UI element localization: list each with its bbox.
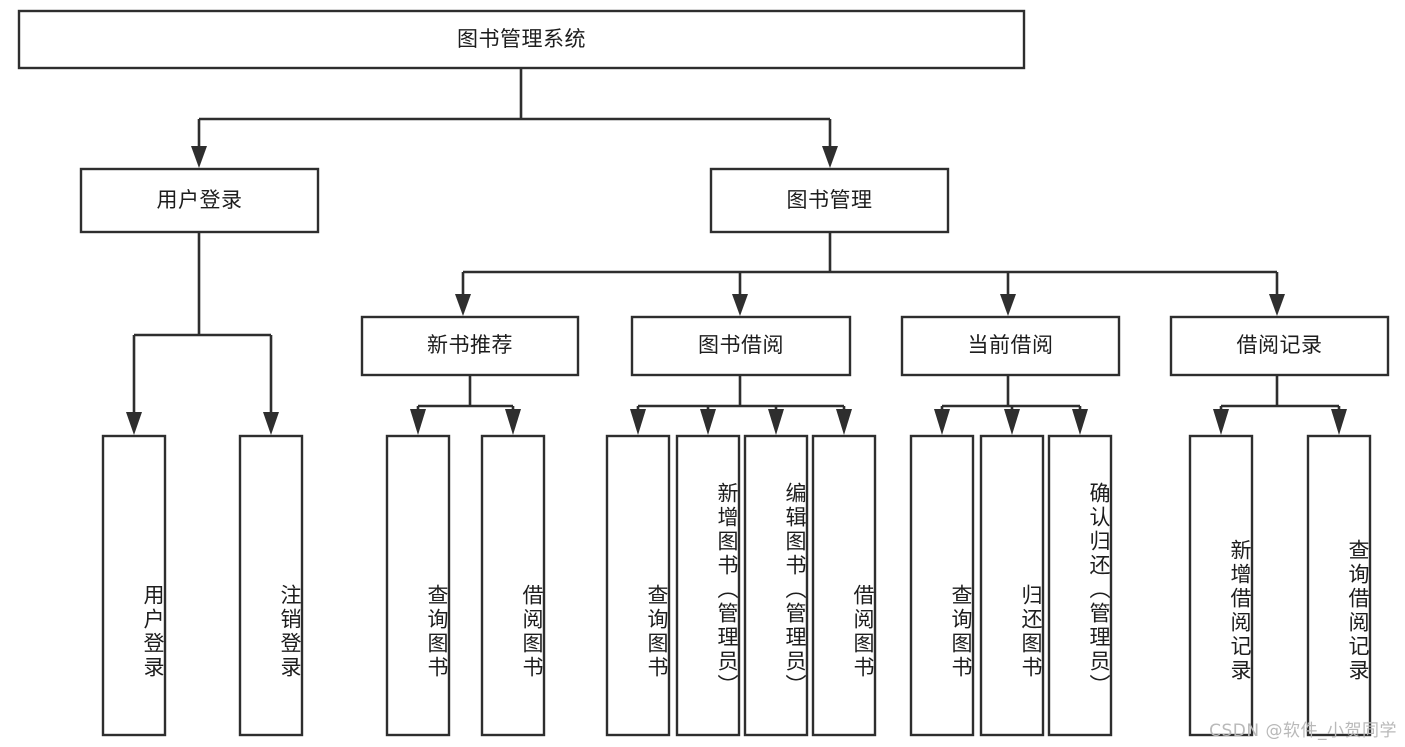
arrow-head-leaf-add-record: [1213, 409, 1229, 435]
arrow-head-leaf-edit-book: [768, 409, 784, 435]
arrow-head-book-borrow: [732, 294, 748, 316]
node-box-leaf-borrow-book-1[interactable]: [480, 434, 546, 737]
node-box-leaf-query-book-2[interactable]: [605, 434, 671, 737]
arrow-head-leaf-query-book-2: [630, 409, 646, 435]
node-box-leaf-edit-book[interactable]: [743, 434, 809, 737]
arrow-head-leaf-logout: [263, 412, 279, 435]
node-box-leaf-add-record[interactable]: [1188, 434, 1254, 737]
node-box-book-manage[interactable]: [709, 167, 950, 234]
node-box-leaf-query-record[interactable]: [1306, 434, 1372, 737]
node-box-current-borrow[interactable]: [900, 315, 1121, 377]
arrow-head-leaf-borrow-book-1: [505, 409, 521, 435]
node-box-leaf-return-book[interactable]: [979, 434, 1045, 737]
arrow-head-leaf-return-book: [1004, 409, 1020, 435]
node-box-leaf-borrow-book-2[interactable]: [811, 434, 877, 737]
node-box-leaf-logout[interactable]: [238, 434, 304, 737]
node-box-borrow-record[interactable]: [1169, 315, 1390, 377]
node-box-leaf-query-book-3[interactable]: [909, 434, 975, 737]
arrow-head-leaf-query-book-1: [410, 409, 426, 435]
node-box-root[interactable]: [17, 9, 1026, 70]
node-box-book-borrow[interactable]: [630, 315, 852, 377]
arrow-head-new-book-rec: [455, 294, 471, 316]
arrow-head-borrow-record: [1269, 294, 1285, 316]
node-box-leaf-user-login[interactable]: [101, 434, 167, 737]
arrow-head-book-manage: [822, 146, 838, 168]
node-box-leaf-add-book[interactable]: [675, 434, 741, 737]
arrow-head-current-borrow: [1000, 294, 1016, 316]
node-box-leaf-confirm-return[interactable]: [1047, 434, 1113, 737]
node-box-user-login[interactable]: [79, 167, 320, 234]
arrow-head-leaf-query-record: [1331, 409, 1347, 435]
arrow-head-leaf-borrow-book-2: [836, 409, 852, 435]
arrow-head-leaf-add-book: [700, 409, 716, 435]
node-box-leaf-query-book-1[interactable]: [385, 434, 451, 737]
arrow-head-leaf-user-login: [126, 412, 142, 435]
arrow-head-user-login: [191, 146, 207, 168]
arrow-head-leaf-query-book-3: [934, 409, 950, 435]
arrow-head-leaf-confirm-return: [1072, 409, 1088, 435]
node-box-new-book-rec[interactable]: [360, 315, 580, 377]
